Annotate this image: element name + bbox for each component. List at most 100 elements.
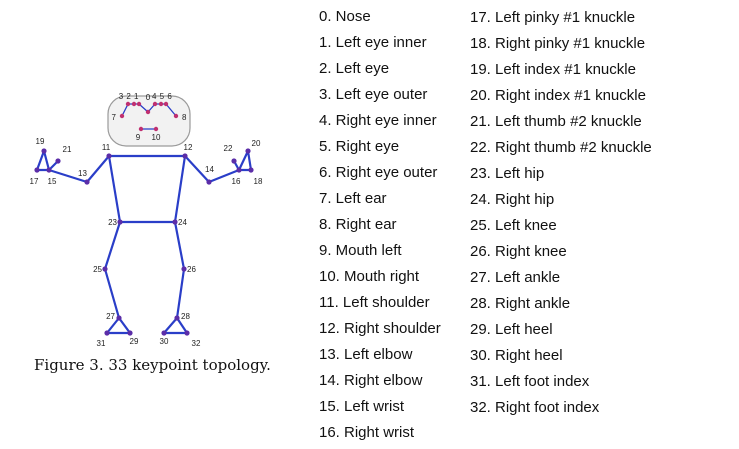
keypoint-11 bbox=[106, 153, 112, 159]
keypoint-4 bbox=[152, 101, 158, 107]
bone-12-24 bbox=[173, 154, 187, 224]
keypoint-10 bbox=[153, 126, 159, 132]
keypoint-label-14: 14 bbox=[205, 165, 214, 174]
bone-28-30 bbox=[162, 316, 179, 335]
keypoint-31 bbox=[104, 330, 110, 336]
figure-caption: Figure 3. 33 keypoint topology. bbox=[34, 356, 271, 374]
eye-labels-left: 3 2 1 bbox=[119, 92, 139, 101]
keypoint-label-26: 26 bbox=[187, 265, 196, 274]
legend-item: 5. Right eye bbox=[319, 138, 400, 155]
legend-item: 16. Right wrist bbox=[319, 424, 415, 441]
keypoint-label-23: 23 bbox=[108, 218, 117, 227]
keypoint-20 bbox=[245, 148, 251, 154]
keypoint-label-20: 20 bbox=[252, 139, 261, 148]
bone-15-19 bbox=[42, 149, 51, 172]
keypoint-21 bbox=[55, 158, 61, 164]
legend-item: 26. Right knee bbox=[470, 243, 567, 260]
legend-item: 24. Right hip bbox=[470, 191, 555, 208]
keypoint-label-11: 11 bbox=[102, 143, 111, 152]
keypoint-label-21: 21 bbox=[63, 145, 72, 154]
bone-14-16 bbox=[207, 168, 241, 184]
keypoint-label-10: 10 bbox=[152, 133, 161, 142]
keypoint-16 bbox=[236, 167, 242, 173]
keypoint-label-12: 12 bbox=[184, 143, 193, 152]
legend-item: 3. Left eye outer bbox=[319, 86, 428, 103]
bone-28-32 bbox=[175, 316, 189, 335]
keypoint-1 bbox=[136, 101, 142, 107]
keypoint-legend-right: 17. Left pinky #1 knuckle 18. Right pinky… bbox=[470, 5, 652, 421]
legend-item: 25. Left knee bbox=[470, 217, 557, 234]
keypoint-25 bbox=[102, 266, 108, 272]
keypoint-label-7: 7 bbox=[112, 113, 117, 122]
keypoint-label-16: 16 bbox=[232, 177, 241, 186]
bone-12-14 bbox=[183, 154, 211, 184]
legend-item: 32. Right foot index bbox=[470, 399, 600, 416]
keypoint-label-0: 0 bbox=[146, 93, 151, 102]
keypoint-0 bbox=[145, 109, 151, 115]
keypoint-label-18: 18 bbox=[254, 177, 263, 186]
keypoint-26 bbox=[181, 266, 187, 272]
keypoint-27 bbox=[116, 315, 122, 321]
keypoint-3 bbox=[125, 101, 131, 107]
bone-25-27 bbox=[103, 267, 121, 320]
keypoint-9 bbox=[138, 126, 144, 132]
bone-16-20 bbox=[237, 149, 250, 172]
keypoint-18 bbox=[248, 167, 254, 173]
legend-item: 30. Right heel bbox=[470, 347, 563, 364]
keypoint-label-29: 29 bbox=[130, 337, 139, 346]
keypoint-2 bbox=[131, 101, 137, 107]
keypoint-label-24: 24 bbox=[178, 218, 187, 227]
keypoint-15 bbox=[46, 167, 52, 173]
bone-26-28 bbox=[175, 267, 186, 320]
keypoint-30 bbox=[161, 330, 167, 336]
legend-item: 22. Right thumb #2 knuckle bbox=[470, 139, 652, 156]
legend-item: 13. Left elbow bbox=[319, 346, 413, 363]
legend-item: 11. Left shoulder bbox=[319, 294, 430, 311]
keypoint-14 bbox=[206, 179, 212, 185]
legend-item: 1. Left eye inner bbox=[319, 34, 427, 51]
bone-6-8 bbox=[165, 103, 177, 117]
keypoint-19 bbox=[41, 148, 47, 154]
keypoint-label-32: 32 bbox=[192, 339, 201, 348]
bone-27-29 bbox=[117, 316, 132, 335]
keypoint-32 bbox=[184, 330, 190, 336]
bone-11-23 bbox=[107, 154, 122, 224]
keypoint-23 bbox=[117, 219, 123, 225]
legend-item: 8. Right ear bbox=[319, 216, 397, 233]
legend-item: 20. Right index #1 knuckle bbox=[470, 87, 646, 104]
legend-item: 27. Left ankle bbox=[470, 269, 561, 286]
legend-item: 23. Left hip bbox=[470, 165, 545, 182]
legend-item: 18. Right pinky #1 knuckle bbox=[470, 35, 646, 52]
keypoint-label-28: 28 bbox=[181, 312, 190, 321]
keypoint-label-13: 13 bbox=[78, 169, 87, 178]
bone-11-13 bbox=[85, 154, 111, 184]
legend-item: 0. Nose bbox=[319, 8, 371, 25]
legend-item: 17. Left pinky #1 knuckle bbox=[470, 9, 636, 26]
bone-13-15 bbox=[47, 168, 89, 184]
legend-item: 4. Right eye inner bbox=[319, 112, 437, 129]
keypoint-6 bbox=[163, 101, 169, 107]
bone-17-19 bbox=[35, 149, 46, 172]
eye-labels-right: 4 5 6 bbox=[152, 92, 172, 101]
bone-24-26 bbox=[173, 220, 186, 271]
keypoint-17 bbox=[34, 167, 40, 173]
keypoint-label-9: 9 bbox=[136, 133, 141, 142]
bone-3-7 bbox=[121, 103, 129, 117]
legend-item: 6. Right eye outer bbox=[319, 164, 438, 181]
keypoint-7 bbox=[119, 113, 125, 119]
legend-item: 31. Left foot index bbox=[470, 373, 590, 390]
keypoint-label-27: 27 bbox=[106, 312, 115, 321]
keypoint-label-8: 8 bbox=[182, 113, 187, 122]
head-outline bbox=[107, 95, 191, 147]
keypoint-label-19: 19 bbox=[36, 137, 45, 146]
keypoint-28 bbox=[174, 315, 180, 321]
keypoint-label-30: 30 bbox=[160, 337, 169, 346]
keypoint-label-31: 31 bbox=[97, 339, 106, 348]
keypoint-8 bbox=[173, 113, 179, 119]
legend-item: 19. Left index #1 knuckle bbox=[470, 61, 636, 78]
legend-item: 12. Right shoulder bbox=[319, 320, 441, 337]
legend-item: 28. Right ankle bbox=[470, 295, 571, 312]
legend-item: 21. Left thumb #2 knuckle bbox=[470, 113, 642, 130]
